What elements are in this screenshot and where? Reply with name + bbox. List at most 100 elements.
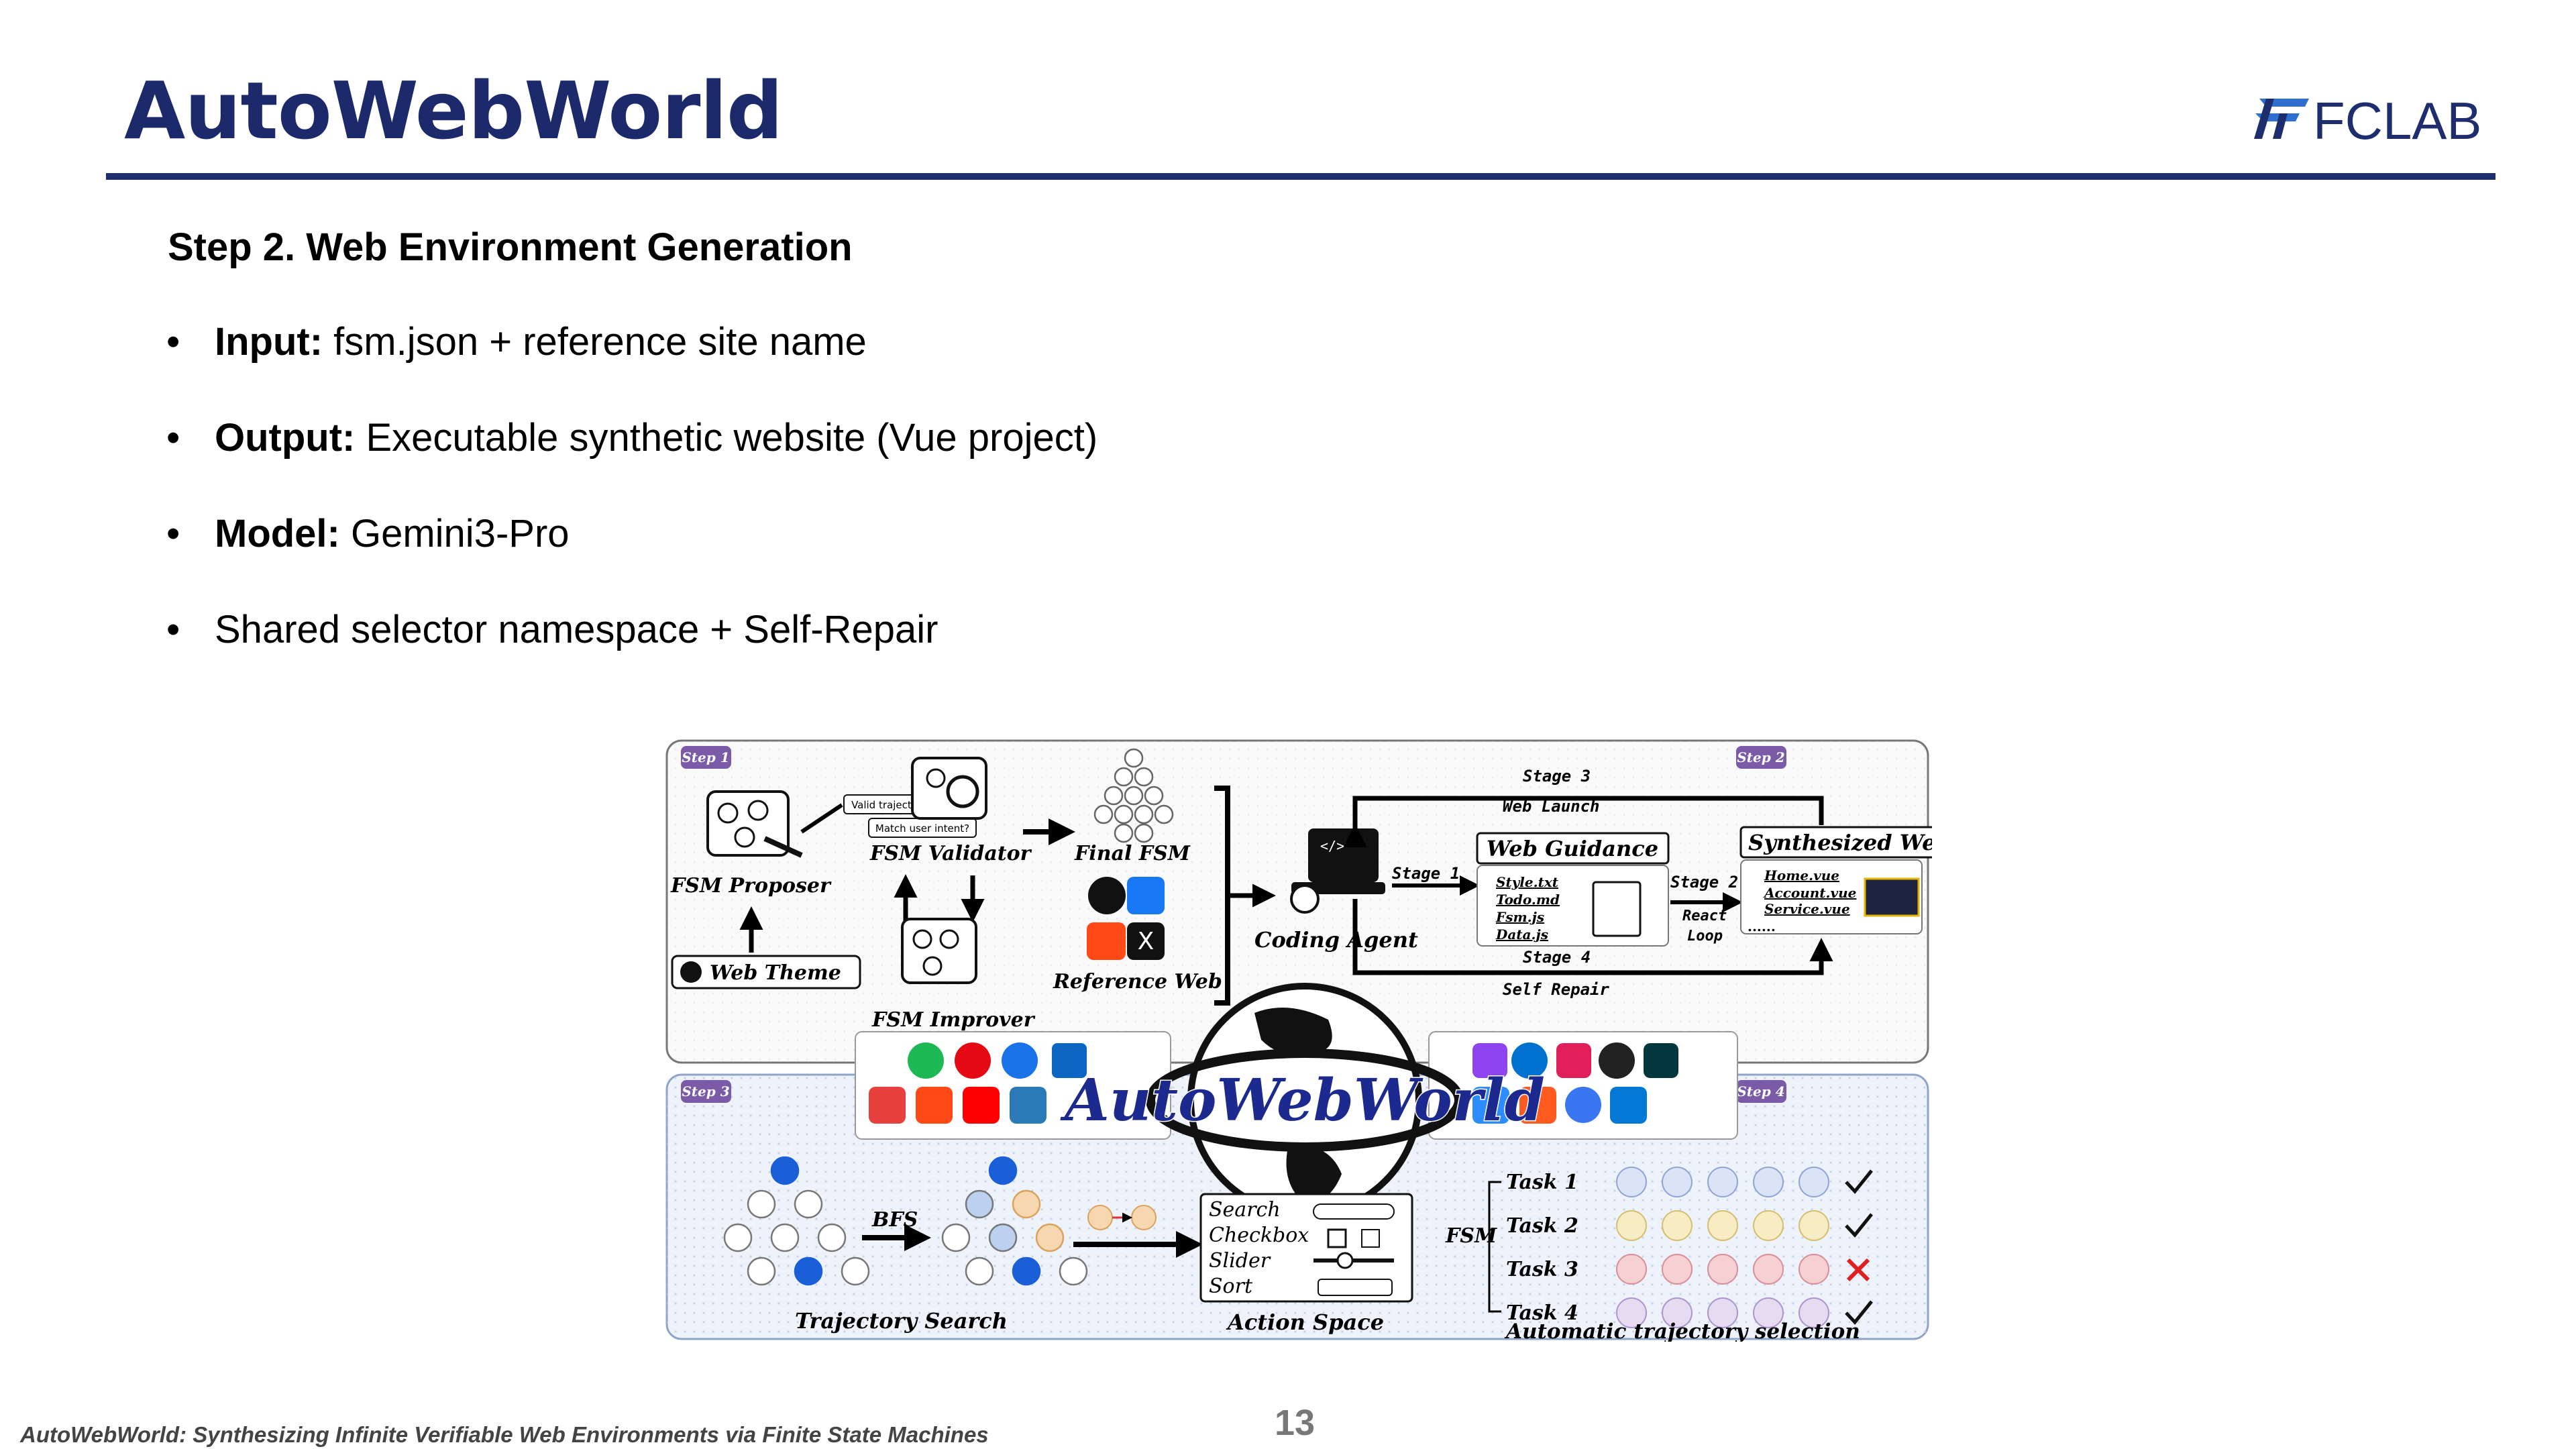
svg-text:Task 2: Task 2 [1506, 1214, 1578, 1238]
svg-text:Task 3: Task 3 [1506, 1258, 1578, 1281]
zendesk-icon [1644, 1043, 1678, 1078]
check-icon [1845, 1169, 1873, 1194]
bfs-label: BFS [871, 1208, 918, 1232]
bfs-tree-left [723, 1156, 870, 1286]
pipeline-diagram: Step 1 Step 2 Step 3 Step 4 FSM Proposer… [665, 739, 1960, 1344]
svg-text:Fsm.js: Fsm.js [1495, 909, 1544, 925]
aliexpress-icon [1087, 922, 1126, 960]
pipeline-figure: Step 1 Step 2 Step 3 Step 4 FSM Proposer… [664, 738, 1960, 1344]
bucket-icon [1010, 1087, 1046, 1124]
github-icon [1088, 877, 1126, 914]
fclab-logo: FCLAB [2247, 84, 2502, 151]
fsm-validator-label: FSM Validator [869, 842, 1032, 865]
svg-text:Checkbox: Checkbox [1209, 1224, 1309, 1247]
app-icon [1472, 1043, 1507, 1078]
task-row-1: Task 1 [1506, 1167, 1873, 1197]
walmart-icon [1511, 1042, 1548, 1079]
app-logo-strip [855, 1031, 1738, 1140]
document-hand-icon [1592, 881, 1642, 937]
spotify-icon [908, 1042, 944, 1079]
svg-text:Data.js: Data.js [1495, 926, 1548, 943]
footer-citation: AutoWebWorld: Synthesizing Infinite Veri… [20, 1422, 989, 1447]
step4-tag: Step 4 [1736, 1080, 1786, 1103]
app-icon [1599, 1042, 1635, 1079]
svg-text:Synthesized Web: Synthesized Web [1748, 830, 1932, 855]
synthesized-web-box: Synthesized Web Home.vue Account.vue Ser… [1739, 826, 1960, 934]
reference-web-logos: X [1087, 877, 1165, 960]
linkedin-icon [1052, 1043, 1087, 1078]
react-label: React [1682, 908, 1727, 924]
svg-text:Task 4: Task 4 [1506, 1301, 1578, 1325]
fsm-proposer-label: FSM Proposer [670, 874, 832, 898]
web-launch-label: Web Launch [1503, 797, 1600, 816]
svg-text:Todo.md: Todo.md [1496, 892, 1560, 908]
web-theme-box: Web Theme [671, 955, 861, 989]
strava-icon [1519, 1087, 1556, 1124]
x-icon [1127, 922, 1165, 960]
title-underline [106, 173, 2496, 180]
check-icon [1845, 1300, 1873, 1325]
svg-text:Web Theme: Web Theme [710, 961, 841, 985]
svg-text:Style.txt: Style.txt [1496, 874, 1559, 890]
section-heading: Step 2. Web Environment Generation [168, 225, 853, 269]
loop-label: Loop [1687, 928, 1723, 945]
bullet-output: •Output: Executable synthetic website (V… [166, 416, 1098, 460]
svg-text:Step 4: Step 4 [1737, 1083, 1784, 1099]
task-row-4: Task 4 [1506, 1297, 1873, 1328]
netflix-icon [955, 1042, 991, 1079]
svg-text:Match user intent?: Match user intent? [875, 822, 969, 835]
svg-text:Web Guidance: Web Guidance [1487, 836, 1658, 861]
coursera-icon [1002, 1042, 1038, 1079]
bullet-input: •Input: fsm.json + reference site name [166, 320, 867, 364]
svg-text:......: ...... [1748, 918, 1776, 934]
logo-text: FCLAB [2313, 91, 2481, 150]
svg-text:Step 2: Step 2 [1737, 749, 1784, 765]
fsm-proposer-icon [706, 790, 803, 858]
svg-text:Sort: Sort [1209, 1275, 1253, 1298]
action-space-label: Action Space [1226, 1309, 1384, 1335]
bullet-model: •Model: Gemini3-Pro [166, 512, 570, 555]
step3-tag: Step 3 [681, 1080, 731, 1103]
task-row-3: Task 3 [1506, 1254, 1870, 1285]
aliexpress-icon [916, 1087, 953, 1124]
coding-agent-label: Coding Agent [1254, 927, 1418, 953]
slack-icon [1556, 1043, 1591, 1078]
reference-web-label: Reference Web [1053, 970, 1222, 994]
trajectory-search-label: Trajectory Search [795, 1308, 1008, 1334]
slide-title: AutoWebWorld [124, 64, 783, 157]
bullet-namespace: •Shared selector namespace + Self-Repair [166, 608, 938, 651]
web-guidance-box: Web Guidance Style.txt Todo.md Fsm.js Da… [1476, 832, 1670, 947]
step1-tag: Step 1 [681, 746, 731, 769]
automatic-selection-label: Automatic trajectory selection [1504, 1320, 1860, 1342]
fclab-logo-graphic: FCLAB [2254, 91, 2481, 150]
svg-text:</>: </> [1320, 838, 1344, 854]
final-fsm-label: Final FSM [1074, 842, 1191, 865]
bullet-list: •Input: fsm.json + reference site name •… [166, 312, 1097, 696]
svg-text:Step 3: Step 3 [682, 1083, 729, 1099]
svg-text:Step 1: Step 1 [682, 749, 729, 765]
bfs-tree-right [941, 1156, 1088, 1286]
facebook-icon [1127, 877, 1165, 914]
path-chip [1087, 1205, 1157, 1230]
step2-tag: Step 2 [1736, 746, 1786, 769]
fsm-improver-label: FSM Improver [871, 1008, 1036, 1032]
website-thumbnail [1864, 877, 1920, 917]
svg-text:Slider: Slider [1209, 1249, 1271, 1273]
fsm-improver-icon [901, 918, 977, 984]
cross-icon [1846, 1258, 1870, 1282]
stage2-label: Stage 2 [1670, 873, 1738, 892]
final-fsm-tree [1093, 748, 1174, 843]
signal-icon [1565, 1087, 1601, 1123]
autowebworld-wordmark: AutoWebWorld [1060, 1067, 1545, 1134]
match-intent-bubble: Match user intent? [868, 818, 977, 838]
stage4-label: Stage 4 [1523, 948, 1591, 967]
stage1-label: Stage 1 [1392, 864, 1460, 883]
page-number: 13 [1275, 1403, 1316, 1443]
zoom-icon [1472, 1087, 1509, 1124]
check-icon [1845, 1213, 1873, 1238]
amazon-icon [869, 1043, 904, 1078]
action-space-box: Search Checkbox Slider Sort [1199, 1193, 1413, 1303]
svg-text:Account.vue: Account.vue [1763, 885, 1856, 901]
svg-text:Search: Search [1209, 1198, 1281, 1222]
yelp-icon [869, 1087, 906, 1124]
